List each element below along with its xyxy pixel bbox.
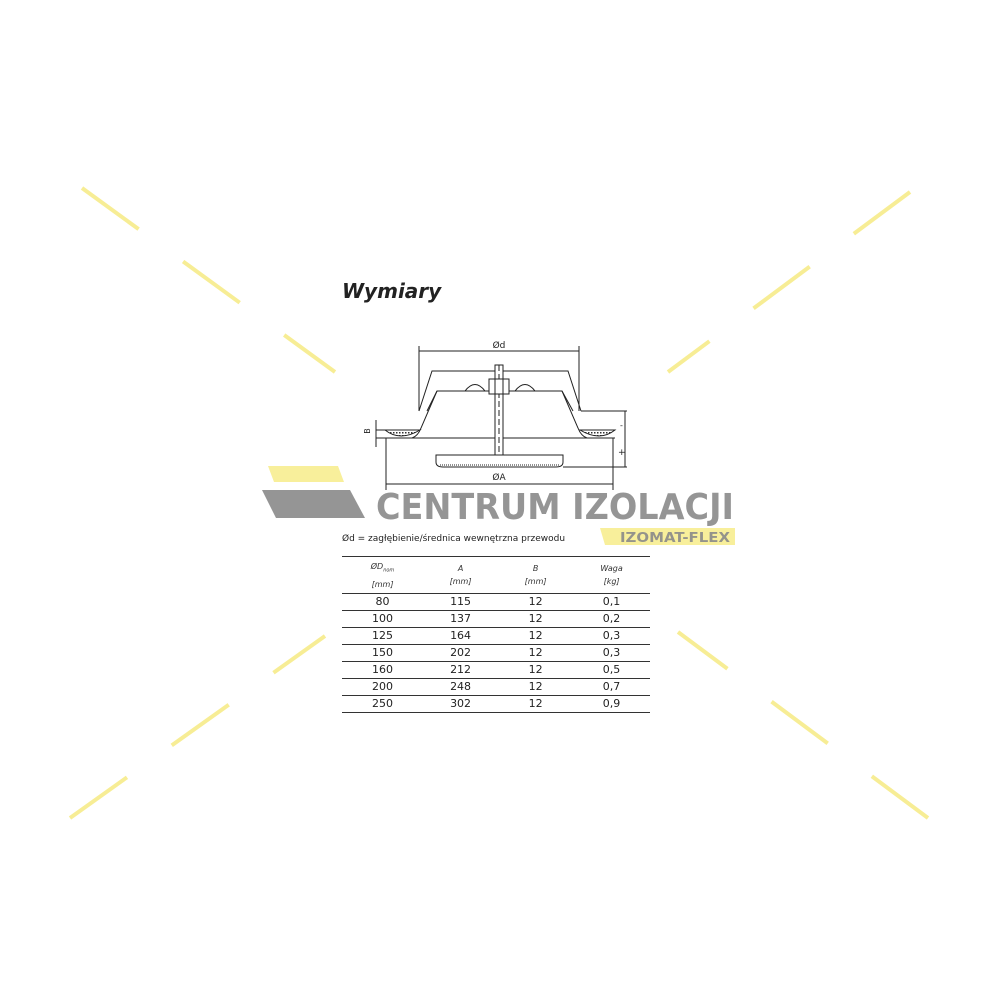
cell: 250: [342, 695, 424, 713]
cell: 164: [423, 627, 499, 645]
label-minus: -: [620, 421, 623, 430]
col-header-a: A[mm]: [423, 556, 499, 594]
cell: 200: [342, 678, 424, 696]
label-od: Ød: [493, 340, 506, 351]
cell: 12: [498, 644, 574, 662]
diameter-note: Ød = zagłębienie/średnica wewnętrzna prz…: [342, 534, 566, 544]
table-header-row: ØDnom[mm] A[mm] B[mm] Waga[kg]: [342, 556, 650, 594]
cell: 115: [423, 593, 499, 611]
cell: 12: [498, 593, 574, 611]
cell: 0,2: [573, 610, 650, 628]
col-header-b: B[mm]: [498, 556, 574, 594]
cell: 12: [498, 610, 574, 628]
cell: 0,3: [573, 644, 650, 662]
cell: 12: [498, 695, 574, 713]
cell: 202: [423, 644, 499, 662]
cell: 0,1: [573, 593, 650, 611]
cell: 150: [342, 644, 424, 662]
cell: 0,9: [573, 695, 650, 713]
cell: 12: [498, 678, 574, 696]
col-header-od: ØDnom[mm]: [342, 556, 424, 594]
cell: 100: [342, 610, 424, 628]
section-title: Wymiary: [342, 279, 442, 303]
cell: 12: [498, 661, 574, 679]
cell: 160: [342, 661, 424, 679]
cell: 80: [342, 593, 424, 611]
label-b: B: [363, 428, 372, 434]
label-oa: ØA: [492, 472, 506, 483]
cell: 302: [423, 695, 499, 713]
cell: 0,3: [573, 627, 650, 645]
cell: 248: [423, 678, 499, 696]
cell: 137: [423, 610, 499, 628]
cell: 12: [498, 627, 574, 645]
cell: 212: [423, 661, 499, 679]
cell: 125: [342, 627, 424, 645]
label-plus: +: [618, 448, 626, 458]
cell: 0,7: [573, 678, 650, 696]
col-header-waga: Waga[kg]: [573, 556, 650, 594]
cell: 0,5: [573, 661, 650, 679]
